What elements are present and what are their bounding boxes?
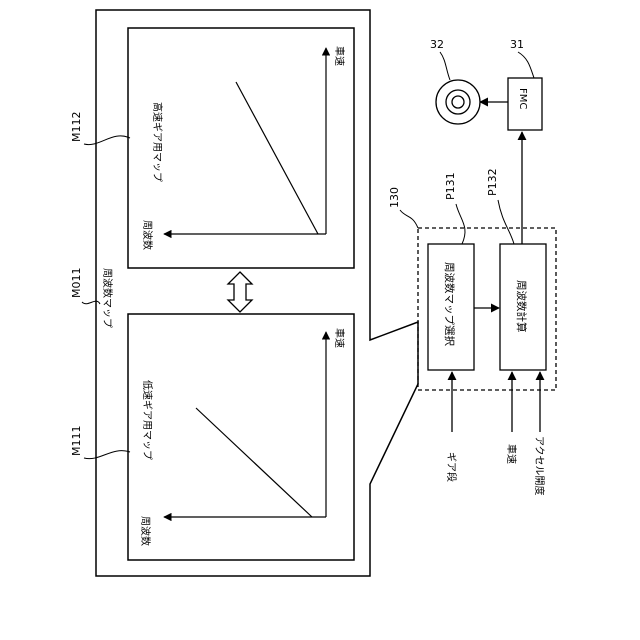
leader-m111 <box>84 451 130 459</box>
map-select-label: 周波数マップ選択 <box>443 262 456 346</box>
ref-32: 32 <box>430 38 444 51</box>
map-group-frame <box>96 10 418 576</box>
leader-130 <box>400 210 418 228</box>
low-gear-map-box <box>128 314 354 560</box>
leader-m011 <box>82 301 100 304</box>
map-switch-arrow <box>228 272 252 312</box>
ref-130: 130 <box>388 187 401 208</box>
high-map-frequency-label: 周波数 <box>141 220 154 250</box>
ref-m011: M011 <box>70 268 83 299</box>
gear-input-label: ギア段 <box>445 452 458 482</box>
low-map-curve <box>196 408 312 517</box>
low-map-title: 低速ギア用マップ <box>141 380 154 460</box>
ref-31: 31 <box>510 38 524 51</box>
map-group-label: 周波数マップ <box>101 268 114 328</box>
leader-m112 <box>84 136 130 145</box>
ref-m112: M112 <box>70 112 83 143</box>
fmc-label: FMC <box>517 88 528 109</box>
low-map-frequency-label: 周波数 <box>139 516 152 546</box>
low-map-speed-label: 車速 <box>333 328 346 348</box>
speed-input-label: 車速 <box>505 444 518 464</box>
ref-p132: P132 <box>486 168 499 196</box>
accel-input-label: アクセル開度 <box>533 436 546 496</box>
high-map-speed-label: 車速 <box>333 46 346 66</box>
leader-p131 <box>456 204 465 244</box>
ref-p131: P131 <box>444 172 457 200</box>
leader-p132 <box>498 200 514 244</box>
ref-m111: M111 <box>70 426 83 457</box>
leader-31 <box>518 52 534 78</box>
high-map-curve <box>236 82 318 234</box>
leader-32 <box>440 52 450 80</box>
frequency-calc-label: 周波数計算 <box>515 280 528 333</box>
high-map-title: 高速ギア用マップ <box>151 102 164 182</box>
speaker-icon <box>436 80 480 124</box>
